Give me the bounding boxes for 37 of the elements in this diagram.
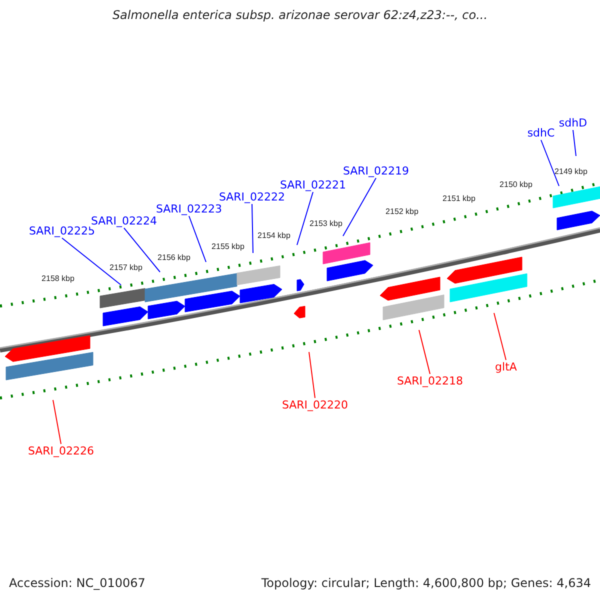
- leader-line: [572, 130, 576, 156]
- leader-line: [252, 204, 254, 254]
- gene-label: SARI_02225: [28, 224, 96, 238]
- scale-label: 2149 kbp: [554, 167, 588, 177]
- genome-info-text: Topology: circular; Length: 4,600,800 bp; Genes: 4,634: [261, 575, 591, 592]
- scale-label: 2151 kbp: [442, 194, 476, 204]
- scale-label: 2152 kbp: [386, 207, 418, 217]
- gene-label: SARI_02221: [278, 178, 348, 192]
- gene-label: sdhD: [558, 116, 588, 130]
- gene-label: sdhC: [526, 126, 556, 140]
- gene-label: SARI_02222: [218, 190, 286, 204]
- leader-line: [418, 330, 430, 374]
- leader-line: [494, 312, 506, 360]
- scale-label: 2158 kbp: [42, 274, 74, 284]
- scale-label: 2155 kbp: [212, 242, 244, 252]
- leader-line: [540, 140, 560, 186]
- scale-label: 2156 kbp: [158, 253, 190, 263]
- gene-label: gltA: [494, 360, 518, 374]
- map-title: Salmonella enterica subsp. arizonae serovar 62:z4,z23:--, co...: [111, 7, 489, 24]
- gene-label: SARI_02218: [396, 374, 464, 388]
- gene-label: SARI_02219: [342, 164, 410, 178]
- leader-line: [308, 352, 316, 398]
- leader-line: [124, 228, 160, 272]
- leader-line: [62, 238, 122, 286]
- gene-label: SARI_02220: [280, 398, 350, 412]
- gene-label: SARI_02223: [154, 202, 224, 216]
- scale-label: 2150 kbp: [500, 180, 532, 190]
- scale-label: 2153 kbp: [310, 219, 342, 229]
- leader-line: [52, 400, 62, 444]
- scale-label: 2157 kbp: [110, 263, 142, 273]
- leader-line: [188, 216, 206, 262]
- leader-line: [342, 178, 376, 236]
- gene-label: SARI_02226: [26, 444, 96, 458]
- accession-text: Accession: NC_010067: [9, 575, 146, 592]
- gene-label: SARI_02224: [90, 214, 158, 228]
- scale-label: 2154 kbp: [258, 231, 290, 241]
- leader-line: [296, 192, 314, 246]
